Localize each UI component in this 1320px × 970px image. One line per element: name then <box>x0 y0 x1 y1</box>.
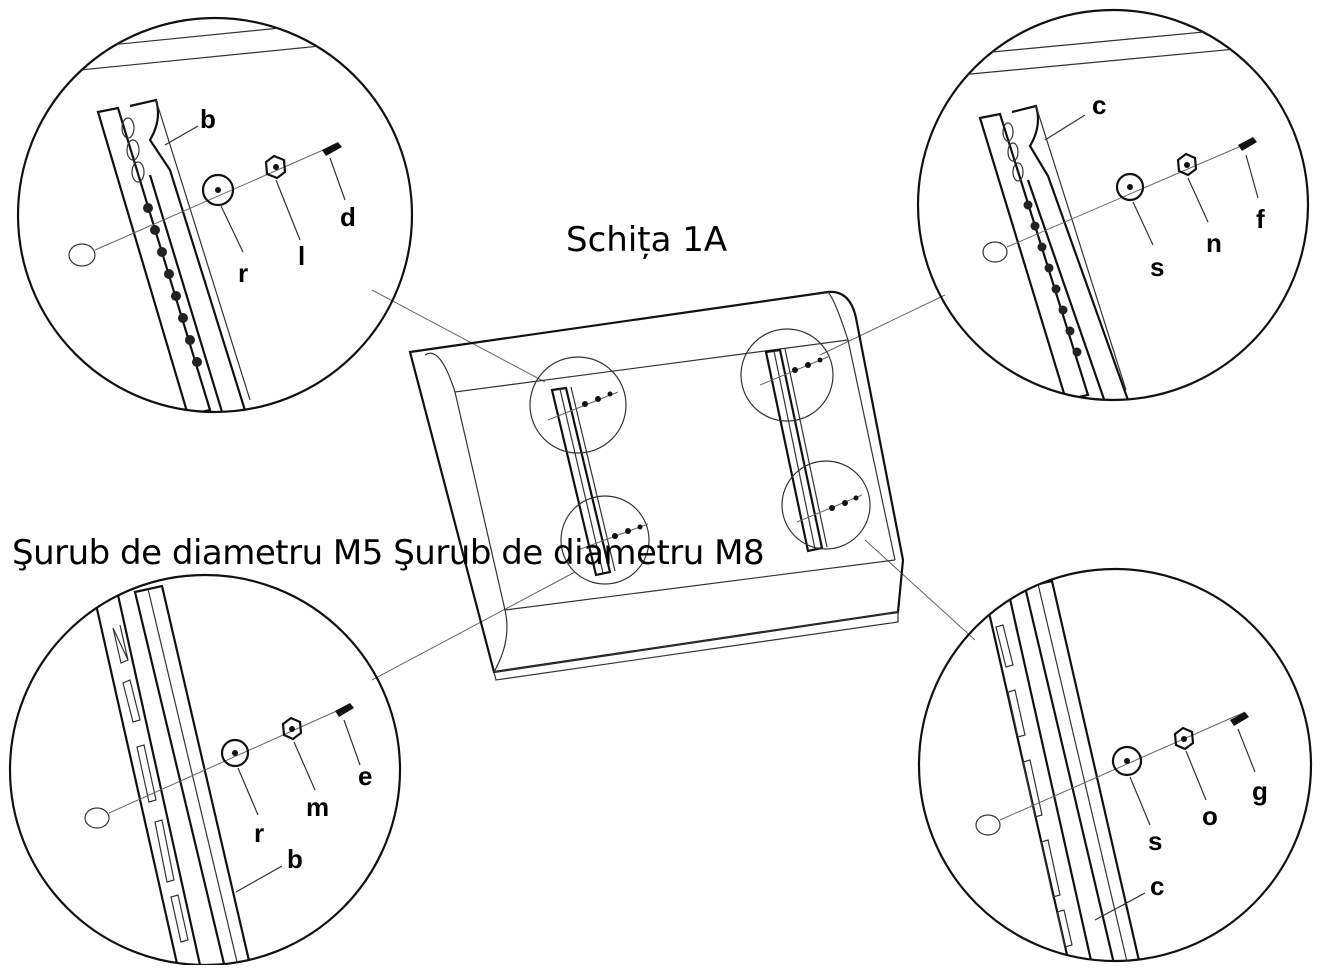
tv-panel-outline <box>408 290 905 674</box>
label-washer-top-left: r <box>238 258 248 288</box>
detail-top-left <box>16 16 414 414</box>
label-screw-top-right: f <box>1256 204 1265 234</box>
rail-slots-top-left <box>121 117 202 367</box>
screw-icon <box>322 142 342 156</box>
detail-circle-bottom-right <box>917 567 1313 963</box>
nut-icon <box>281 716 303 741</box>
tv-panel <box>408 290 905 681</box>
mounting-hole-bottom-right <box>975 814 1001 836</box>
rail-slots-bottom-left <box>112 624 189 943</box>
label-rail-top-left: b <box>200 104 216 134</box>
diagram-title: Schița 1A <box>566 220 728 260</box>
tv-panel-right-bevel <box>847 339 896 561</box>
washer-icon <box>1111 745 1143 777</box>
label-screw-bottom-left: e <box>358 761 372 791</box>
washer-icon <box>1115 172 1145 202</box>
leader-lines <box>371 289 976 681</box>
part-labels: b r l d c s n f r m e b s o g c <box>200 90 1268 901</box>
mounting-hole-top-right <box>982 241 1008 263</box>
mini-hardware <box>547 355 863 551</box>
tv-panel-bottom-edge <box>493 611 899 681</box>
mounting-hole-bottom-left <box>84 807 110 829</box>
screw-icon <box>335 703 354 717</box>
label-nut-top-right: n <box>1206 228 1222 258</box>
tv-panel-left-bevel <box>454 391 508 673</box>
leader-line-top-right <box>819 294 946 356</box>
washer-icon <box>220 738 250 768</box>
label-nut-bottom-left: m <box>306 792 329 822</box>
callout-circle-bottom-right <box>781 460 871 550</box>
washer-icon <box>201 173 235 207</box>
label-rail-bottom-left: b <box>287 844 303 874</box>
callout-circle-top-left <box>529 356 627 454</box>
detail-bottom-right <box>917 567 1313 963</box>
detail-circle-top-left <box>16 16 414 414</box>
label-nut-top-left: l <box>298 241 305 271</box>
detail-top-right <box>916 8 1310 402</box>
mounting-hole-top-left <box>68 243 96 267</box>
label-washer-bottom-left: r <box>254 818 264 848</box>
label-nut-bottom-right: o <box>1202 801 1218 831</box>
label-washer-top-right: s <box>1150 252 1164 282</box>
callout-circle-bottom-left <box>560 495 650 585</box>
label-screw-top-left: d <box>340 202 356 232</box>
label-rail-bottom-right: c <box>1150 871 1164 901</box>
leader-line-bottom-left <box>371 571 576 681</box>
label-rail-top-right: c <box>1092 90 1106 120</box>
detail-bottom-left <box>8 573 402 967</box>
leader-line-bottom-right <box>864 539 976 641</box>
rail-slots-top-right <box>1002 122 1082 357</box>
right-mount-rail <box>764 348 828 553</box>
rail-slots-bottom-right <box>995 624 1073 948</box>
left-mount-rail <box>550 386 616 577</box>
screw-icon <box>1238 137 1257 151</box>
screw-icon <box>1230 712 1249 726</box>
nut-icon <box>1176 152 1198 177</box>
callout-circle-top-right <box>740 328 834 422</box>
leader-line-top-left <box>371 289 546 383</box>
tv-panel-top-bevel <box>424 291 849 393</box>
nut-icon <box>1173 726 1195 751</box>
label-screw-bottom-right: g <box>1252 776 1268 806</box>
nut-icon <box>264 154 287 180</box>
screw-diameter-caption: Şurub de diametru M5 Şurub de diametru M… <box>12 533 765 573</box>
label-washer-bottom-right: s <box>1148 826 1162 856</box>
tv-panel-bottom-bevel <box>504 559 896 611</box>
detail-circle-top-right <box>916 8 1310 402</box>
